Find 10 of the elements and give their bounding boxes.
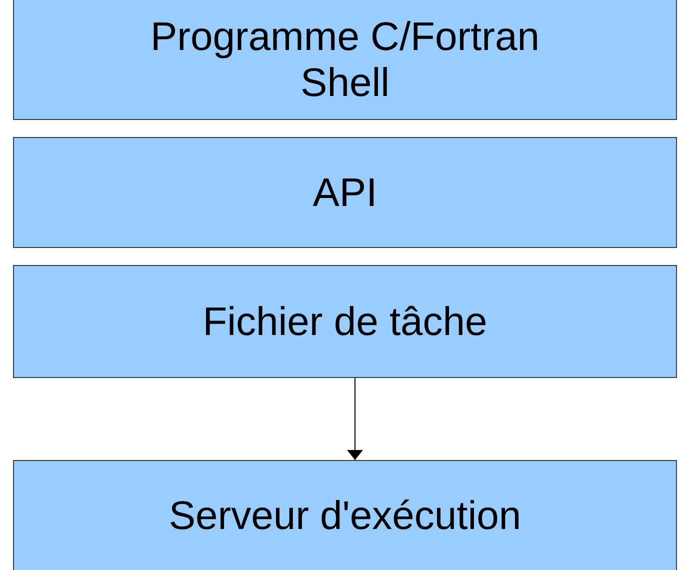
layer-box	[13, 137, 677, 248]
layer-label: Shell	[300, 60, 390, 106]
layer-box	[13, 265, 677, 378]
layer-box	[13, 0, 677, 120]
arrow	[347, 378, 363, 460]
layer-label: Serveur d'exécution	[168, 492, 522, 538]
layer-label: Fichier de tâche	[202, 298, 488, 344]
layer-label: API	[312, 170, 378, 216]
layer-label: Programme C/Fortran	[150, 14, 540, 60]
layer-box	[13, 460, 677, 570]
